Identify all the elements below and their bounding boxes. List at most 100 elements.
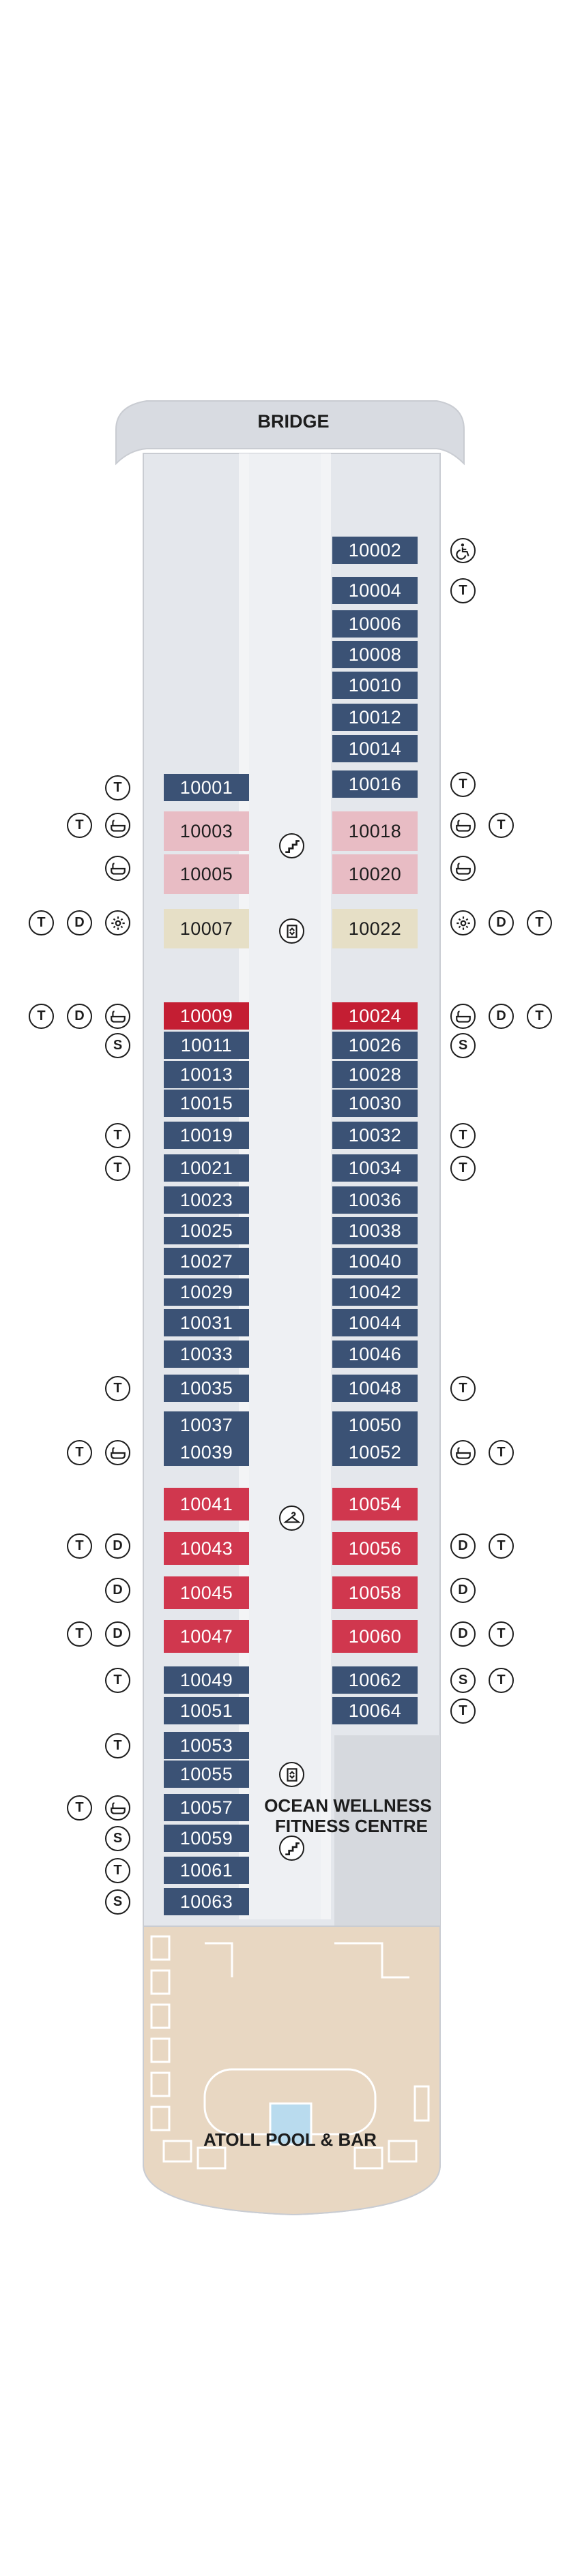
cabin-10028[interactable]: 10028	[332, 1061, 418, 1088]
cabin-10039[interactable]: 10039	[164, 1439, 249, 1466]
t-icon: T	[105, 1376, 130, 1401]
cabin-10023[interactable]: 10023	[164, 1186, 249, 1214]
cabin-10008[interactable]: 10008	[332, 641, 418, 668]
cabin-10016[interactable]: 10016	[332, 770, 418, 798]
t-icon: T	[67, 813, 92, 838]
t-icon: T	[527, 1004, 552, 1029]
t-icon: T	[527, 910, 552, 935]
cabin-10022[interactable]: 10022	[332, 909, 418, 948]
cabin-10063[interactable]: 10063	[164, 1888, 249, 1915]
cabin-10029[interactable]: 10029	[164, 1278, 249, 1306]
t-icon: T	[67, 1795, 92, 1821]
stairs-icon	[279, 833, 304, 858]
t-icon: T	[67, 1621, 92, 1647]
cabin-10054[interactable]: 10054	[332, 1488, 418, 1521]
cabin-10021[interactable]: 10021	[164, 1154, 249, 1182]
wellness-label-line2: FITNESS CENTRE	[275, 1816, 428, 1836]
cabin-10060[interactable]: 10060	[332, 1620, 418, 1653]
cabin-10018[interactable]: 10018	[332, 811, 418, 851]
bathtub-icon	[450, 813, 476, 838]
bathtub-icon	[105, 1795, 130, 1821]
cabin-10043[interactable]: 10043	[164, 1532, 249, 1565]
d-icon: D	[105, 1578, 130, 1603]
cabin-10037[interactable]: 10037	[164, 1411, 249, 1439]
cabin-10019[interactable]: 10019	[164, 1122, 249, 1149]
bathtub-icon	[105, 813, 130, 838]
cabin-10050[interactable]: 10050	[332, 1411, 418, 1439]
cabin-10062[interactable]: 10062	[332, 1666, 418, 1694]
wheelchair-icon	[450, 538, 476, 563]
cabin-10003[interactable]: 10003	[164, 811, 249, 851]
cabin-10015[interactable]: 10015	[164, 1090, 249, 1117]
cabin-10044[interactable]: 10044	[332, 1309, 418, 1336]
cabin-10057[interactable]: 10057	[164, 1794, 249, 1821]
cabin-10005[interactable]: 10005	[164, 854, 249, 894]
cabin-10064[interactable]: 10064	[332, 1697, 418, 1724]
cabin-10035[interactable]: 10035	[164, 1375, 249, 1402]
t-icon: T	[29, 910, 54, 935]
t-icon: T	[450, 578, 476, 603]
cabin-10058[interactable]: 10058	[332, 1576, 418, 1609]
cabin-10033[interactable]: 10033	[164, 1341, 249, 1368]
cabin-10036[interactable]: 10036	[332, 1186, 418, 1214]
cabin-10042[interactable]: 10042	[332, 1278, 418, 1306]
cabin-10052[interactable]: 10052	[332, 1439, 418, 1466]
cabin-10020[interactable]: 10020	[332, 854, 418, 894]
d-icon: D	[489, 1004, 514, 1029]
cabin-10047[interactable]: 10047	[164, 1620, 249, 1653]
cabin-10014[interactable]: 10014	[332, 735, 418, 762]
t-icon: T	[489, 1533, 514, 1559]
cabin-10055[interactable]: 10055	[164, 1761, 249, 1788]
bathtub-icon	[105, 1004, 130, 1029]
cabin-10045[interactable]: 10045	[164, 1576, 249, 1609]
cabin-10061[interactable]: 10061	[164, 1857, 249, 1884]
cabin-10046[interactable]: 10046	[332, 1341, 418, 1368]
t-icon: T	[450, 1156, 476, 1181]
t-icon: T	[67, 1533, 92, 1559]
t-icon: T	[67, 1440, 92, 1465]
cabin-10031[interactable]: 10031	[164, 1309, 249, 1336]
cabin-10040[interactable]: 10040	[332, 1248, 418, 1275]
cabin-10026[interactable]: 10026	[332, 1032, 418, 1059]
s-icon: S	[450, 1668, 476, 1693]
cabin-10002[interactable]: 10002	[332, 537, 418, 564]
cabin-10027[interactable]: 10027	[164, 1248, 249, 1275]
t-icon: T	[450, 772, 476, 797]
t-icon: T	[105, 1668, 130, 1693]
d-icon: D	[105, 1533, 130, 1559]
t-icon: T	[105, 1733, 130, 1758]
cabin-10034[interactable]: 10034	[332, 1154, 418, 1182]
cabin-10004[interactable]: 10004	[332, 577, 418, 604]
cabin-10049[interactable]: 10049	[164, 1666, 249, 1694]
d-icon: D	[67, 910, 92, 935]
d-icon: D	[489, 910, 514, 935]
cabin-10030[interactable]: 10030	[332, 1090, 418, 1117]
cabin-10041[interactable]: 10041	[164, 1488, 249, 1521]
cabin-10038[interactable]: 10038	[332, 1217, 418, 1244]
bathtub-icon	[105, 1440, 130, 1465]
cabin-10007[interactable]: 10007	[164, 909, 249, 948]
cabin-10013[interactable]: 10013	[164, 1061, 249, 1088]
elevator-icon-aft	[279, 1762, 304, 1787]
bridge-label: BRIDGE	[257, 411, 330, 432]
cabin-10024[interactable]: 10024	[332, 1002, 418, 1030]
cabin-10048[interactable]: 10048	[332, 1375, 418, 1402]
d-icon: D	[450, 1533, 476, 1559]
cabin-10059[interactable]: 10059	[164, 1825, 249, 1852]
s-icon: S	[105, 1889, 130, 1915]
cabin-10010[interactable]: 10010	[332, 672, 418, 699]
cabin-10051[interactable]: 10051	[164, 1697, 249, 1724]
bathtub-icon	[450, 856, 476, 881]
cabin-10032[interactable]: 10032	[332, 1122, 418, 1149]
cabin-10006[interactable]: 10006	[332, 610, 418, 638]
cabin-10025[interactable]: 10025	[164, 1217, 249, 1244]
t-icon: T	[489, 1440, 514, 1465]
cabin-10011[interactable]: 10011	[164, 1032, 249, 1059]
cabin-10053[interactable]: 10053	[164, 1732, 249, 1759]
cabin-10012[interactable]: 10012	[332, 704, 418, 731]
pool-water	[269, 2102, 313, 2146]
cabin-10001[interactable]: 10001	[164, 774, 249, 801]
cabin-10056[interactable]: 10056	[332, 1532, 418, 1565]
cabin-10009[interactable]: 10009	[164, 1002, 249, 1030]
